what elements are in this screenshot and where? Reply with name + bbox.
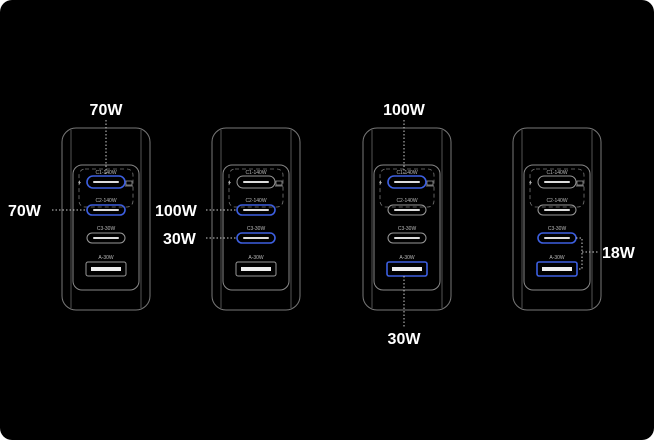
usb-c-port-c1 (86, 175, 126, 189)
port-label-c3: C3-30W (247, 226, 266, 232)
usb-c-port-c3 (387, 232, 427, 244)
port-label-c3: C3-30W (548, 226, 567, 232)
charger-4: C1-140W C2-140W C3-30W A-30W (512, 127, 602, 311)
port-label-a: A-30W (399, 255, 415, 261)
usb-a-port-tongue (91, 267, 121, 271)
leader-bracket (576, 237, 598, 270)
port-label-c2: C2-140W (95, 198, 116, 204)
port-label-c3: C3-30W (398, 226, 417, 232)
usb-c-port-c1 (236, 175, 276, 189)
port-label-c1: C1-140W (546, 170, 567, 176)
usb-c-port-c1 (387, 175, 427, 189)
usb-a-port (85, 261, 127, 277)
usb-a-port (235, 261, 277, 277)
port-label-c2: C2-140W (396, 198, 417, 204)
wattage-label: 70W (8, 203, 42, 220)
charger-3: C1-140W C2-140W C3-30W A-30W (362, 127, 452, 311)
port-label-a: A-30W (98, 255, 114, 261)
wattage-label: 100W (383, 102, 426, 119)
charger-body (362, 127, 452, 311)
charger-body (512, 127, 602, 311)
charger-2: C1-140W C2-140W C3-30W A-30W (211, 127, 301, 311)
usb-c-port-c2 (236, 204, 276, 216)
charger-body (211, 127, 301, 311)
usb-c-port-c3 (236, 232, 276, 244)
usb-c-port-c2 (387, 204, 427, 216)
usb-c-port-c2 (537, 204, 577, 216)
port-label-c2: C2-140W (245, 198, 266, 204)
usb-a-port-tongue (392, 267, 422, 271)
port-label-a: A-30W (549, 255, 565, 261)
usb-c-port-c1 (537, 175, 577, 189)
usb-c-port-c2 (86, 204, 126, 216)
wattage-label: 30W (163, 231, 197, 248)
usb-a-port-tongue (241, 267, 271, 271)
port-label-c3: C3-30W (97, 226, 116, 232)
port-label-c2: C2-140W (546, 198, 567, 204)
port-label-a: A-30W (248, 255, 264, 261)
port-label-c1: C1-140W (396, 170, 417, 176)
usb-a-port-tongue (542, 267, 572, 271)
usb-a-port (536, 261, 578, 277)
port-label-c1: C1-140W (245, 170, 266, 176)
wattage-label: 100W (155, 203, 198, 220)
usb-c-port-c3 (86, 232, 126, 244)
wattage-label: 70W (90, 102, 124, 119)
wattage-label: 30W (388, 331, 422, 348)
wattage-label: 18W (602, 245, 636, 262)
usb-a-port (386, 261, 428, 277)
